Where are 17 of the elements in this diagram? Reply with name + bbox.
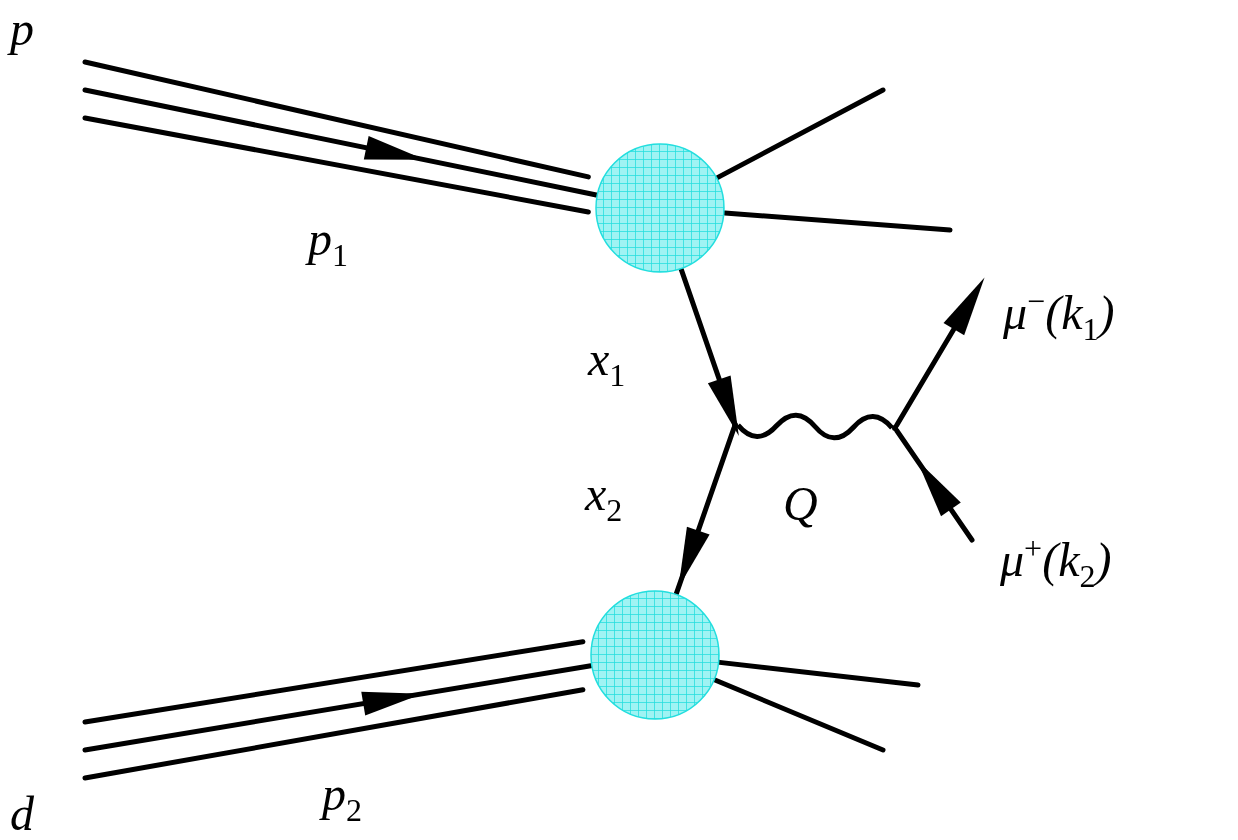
wavy-line — [736, 412, 894, 441]
arrow — [894, 427, 975, 543]
arrow — [673, 425, 737, 597]
edge-label: Q — [783, 480, 818, 528]
edge-label: x$_{1}$ — [588, 335, 626, 391]
line — [712, 677, 886, 753]
edge-label: μ$^{+}$(k$_{2}$) — [1000, 532, 1112, 592]
blob-circle — [590, 590, 720, 720]
particle-label: d — [10, 790, 34, 838]
edge-label: x$_{2}$ — [585, 470, 623, 526]
arrow — [894, 277, 985, 428]
edge-label: μ$^{−}$(k$_{1}$) — [1003, 285, 1115, 345]
blob-circle — [595, 143, 725, 273]
vertex-point — [892, 425, 898, 431]
line — [714, 87, 886, 181]
arrow — [678, 266, 739, 437]
vertex-point — [732, 422, 738, 428]
